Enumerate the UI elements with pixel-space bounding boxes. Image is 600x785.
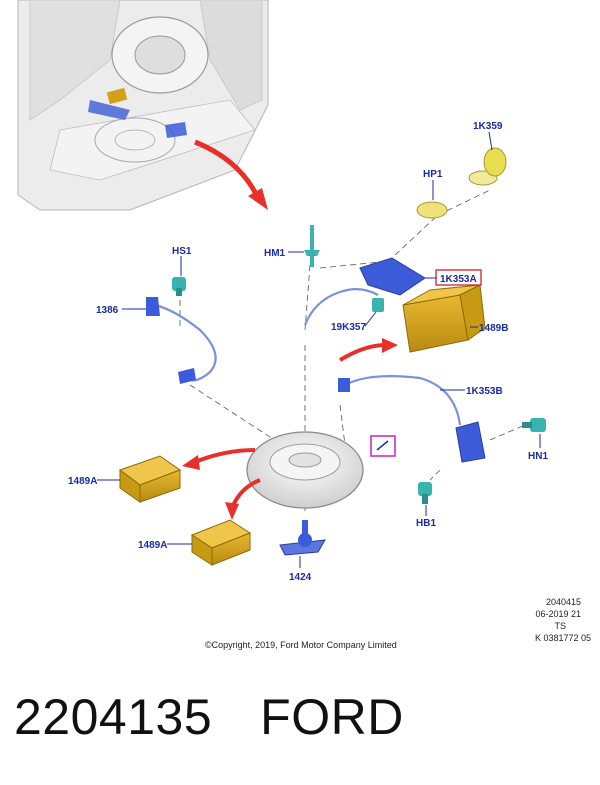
leader-lines [97, 131, 541, 568]
callout-1424: 1424 [289, 572, 312, 583]
part-1489b-foam [402, 284, 486, 353]
callout-hb1: HB1 [416, 518, 436, 529]
part-hm1-bolt [304, 225, 320, 267]
highlight-box-1k353a [435, 269, 482, 286]
part-1489a-foam-upper [118, 455, 182, 503]
harness-left [154, 303, 217, 382]
vehicle-inset [17, 0, 269, 211]
part-hb1-fastener [418, 482, 432, 504]
part-hn1-fastener [522, 418, 546, 432]
callout-hp1: HP1 [423, 169, 443, 180]
part-1424-jack [279, 520, 326, 556]
ref-line-4: K 0381772 05 [535, 633, 591, 643]
part-19k357-connector [372, 298, 384, 312]
arrow-1489b [338, 343, 386, 362]
copyright-notice: ©Copyright, 2019, Ford Motor Company Lim… [205, 640, 397, 650]
callout-hm1: HM1 [264, 248, 286, 259]
part-number: 2204135 [14, 689, 213, 745]
callout-1489a-lower: 1489A [138, 540, 167, 551]
part-1k353a-bracket [359, 257, 426, 296]
spare-tire [246, 431, 364, 509]
ref-line-2: 06-2019 21 [535, 609, 581, 619]
callout-hs1: HS1 [172, 246, 192, 257]
callout-19k357: 19K357 [331, 322, 366, 333]
part-hs1-fastener [172, 277, 186, 296]
part-hp1-plug [416, 201, 448, 219]
ref-line-1: 2040415 [546, 597, 581, 607]
callout-hn1: HN1 [528, 451, 548, 462]
arrow-inset [194, 139, 261, 200]
callout-1489b: 1489B [479, 323, 508, 334]
part-1489a-foam-lower [190, 519, 252, 566]
harness-right [344, 375, 462, 426]
harness-center [303, 288, 379, 326]
part-1k359-cap [468, 147, 507, 186]
part-harness-end [178, 368, 196, 384]
part-caption: 2204135 FORD [14, 688, 404, 746]
part-1k353b-bracket [338, 378, 486, 463]
ref-line-3: TS [554, 621, 566, 631]
callout-1k353b: 1K353B [466, 386, 503, 397]
brand-name: FORD [260, 689, 404, 745]
parts-diagram: 1K359 HP1 HM1 HS1 1K353A 1386 19K357 148… [17, 0, 591, 650]
callout-1k353a: 1K353A [440, 274, 477, 285]
arrow-1489a-upper [194, 448, 256, 464]
callout-1k359: 1K359 [473, 121, 503, 132]
callout-1386: 1386 [96, 305, 119, 316]
part-1386-connector [146, 297, 160, 316]
detail-marker [370, 435, 396, 457]
callout-1489a-upper: 1489A [68, 476, 97, 487]
